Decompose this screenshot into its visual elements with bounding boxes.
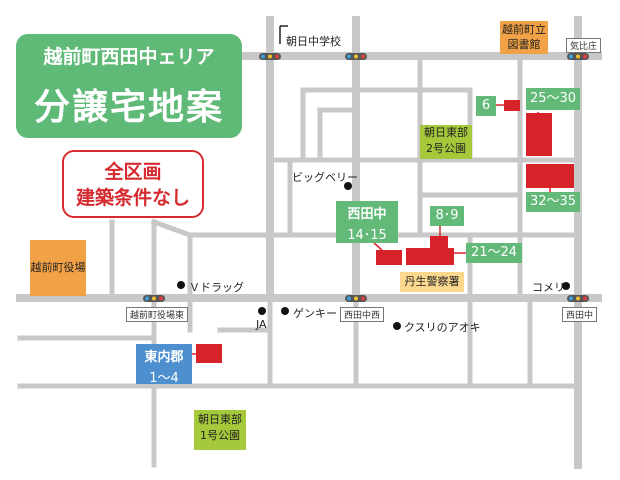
signal-nishitanaka: 西田中 (562, 307, 598, 322)
lot-1-4-block (196, 344, 222, 363)
park2-label: 朝日東部 2号公園 (420, 125, 472, 159)
condition-notice: 全区画 建築条件なし (62, 150, 204, 218)
notice-line2: 建築条件なし (75, 187, 190, 209)
vdrug-label: Ｖドラッグ (189, 281, 244, 294)
nishitanaka-tag: 西田中 14･15 (336, 201, 398, 243)
komeri-label: コメリ (532, 281, 565, 294)
traffic-signal-icons (143, 53, 589, 302)
notice-line1: 全区画 (104, 161, 162, 183)
school-pointer-icon (279, 25, 288, 44)
police-label: 丹生警察署 (400, 272, 464, 292)
store-dot-icons (177, 182, 570, 330)
lot-14-15-block (376, 250, 402, 265)
signal-nishitanakanishi: 西田中西 (340, 307, 385, 322)
park1-label: 朝日東部 1号公園 (194, 410, 246, 450)
lot-32-35-block (526, 164, 574, 188)
nishitanaka-name: 西田中 (347, 207, 387, 222)
higashiuchi-lots: 1～4 (149, 371, 179, 386)
nishitanaka-lots: 14･15 (347, 228, 387, 243)
school-label: 朝日中学校 (286, 35, 341, 48)
genky-label: ゲンキー (293, 307, 337, 320)
lot-21-24-block (406, 248, 454, 265)
signal-kehisho: 気比庄 (566, 38, 602, 53)
title-area-name: 越前町西田中ェリア (43, 46, 215, 68)
lot-32-35-tag: 32～35 (526, 192, 580, 212)
lot-8-9-block (430, 236, 448, 248)
lot-25-30-block (526, 113, 552, 156)
town-office-label: 越前町役場 (30, 240, 86, 296)
signal-yakubahigashi: 越前町役場東 (126, 307, 189, 322)
ja-label: JA (256, 318, 267, 331)
bigberry-label: ビッグベリー (292, 171, 358, 184)
higashiuchi-tag: 東内郡 1～4 (136, 344, 192, 386)
aoki-label: クスリのアオキ (404, 321, 481, 334)
lot-6-tag: 6 (476, 96, 496, 116)
library-label: 越前町立 図書館 (500, 21, 548, 54)
title-banner: 越前町西田中ェリア 分譲宅地案内 (16, 34, 242, 180)
lot-21-24-tag: 21～24 (466, 243, 522, 263)
lot-8-9-tag: 8･9 (430, 206, 464, 226)
lot-6-block (504, 100, 520, 111)
higashiuchi-name: 東内郡 (144, 350, 184, 365)
lot-25-30-tag: 25～30 (526, 88, 580, 110)
